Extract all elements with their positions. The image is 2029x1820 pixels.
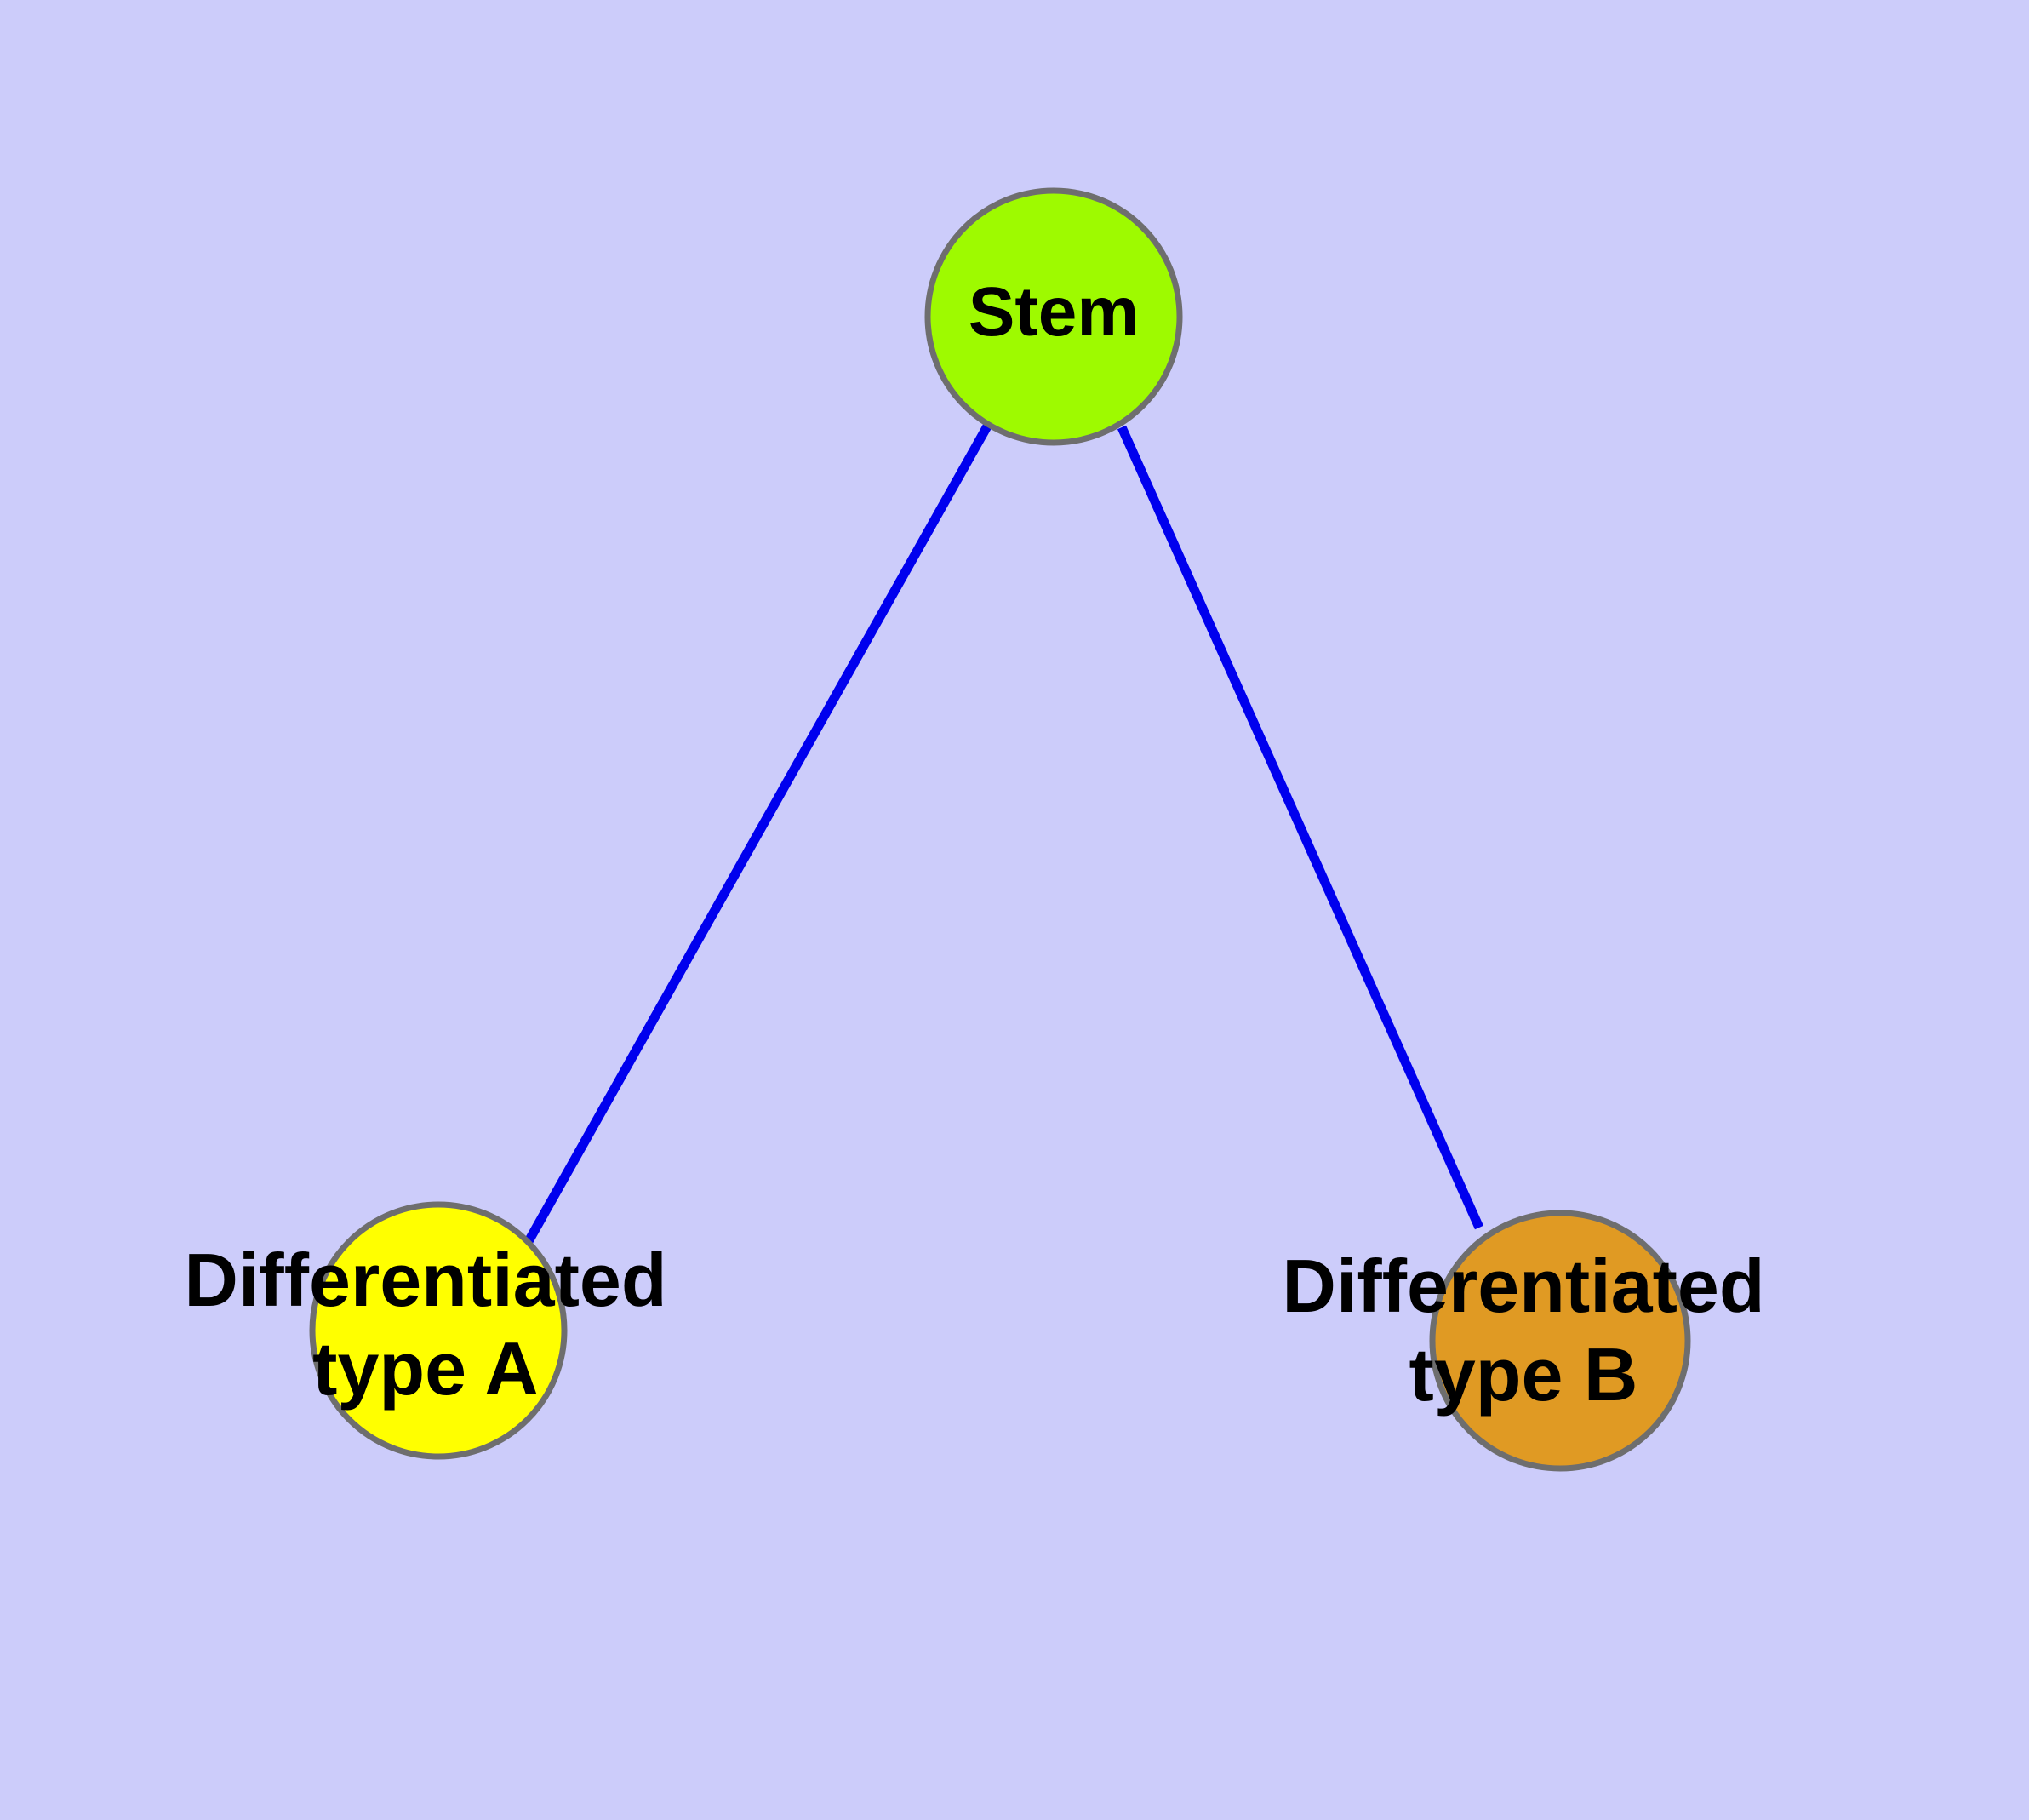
nodes-layer [309,187,1691,1472]
edges-layer [523,422,1484,1245]
edge-stem-diff-a[interactable] [523,422,992,1245]
edge-stem-diff-b[interactable] [1117,425,1484,1230]
node-diff_b[interactable] [1429,1210,1691,1472]
node-label-line: Differentiated [1282,1244,1764,1328]
node-diff_a[interactable] [309,1201,568,1460]
node-label-line: type A [312,1326,539,1411]
node-stem[interactable] [924,187,1183,446]
node-label-line: Stem [969,273,1140,351]
node-label-line: Differentiated [184,1238,666,1322]
node-label-stem: Stem [969,273,1140,351]
node-label-line: type B [1409,1332,1638,1417]
